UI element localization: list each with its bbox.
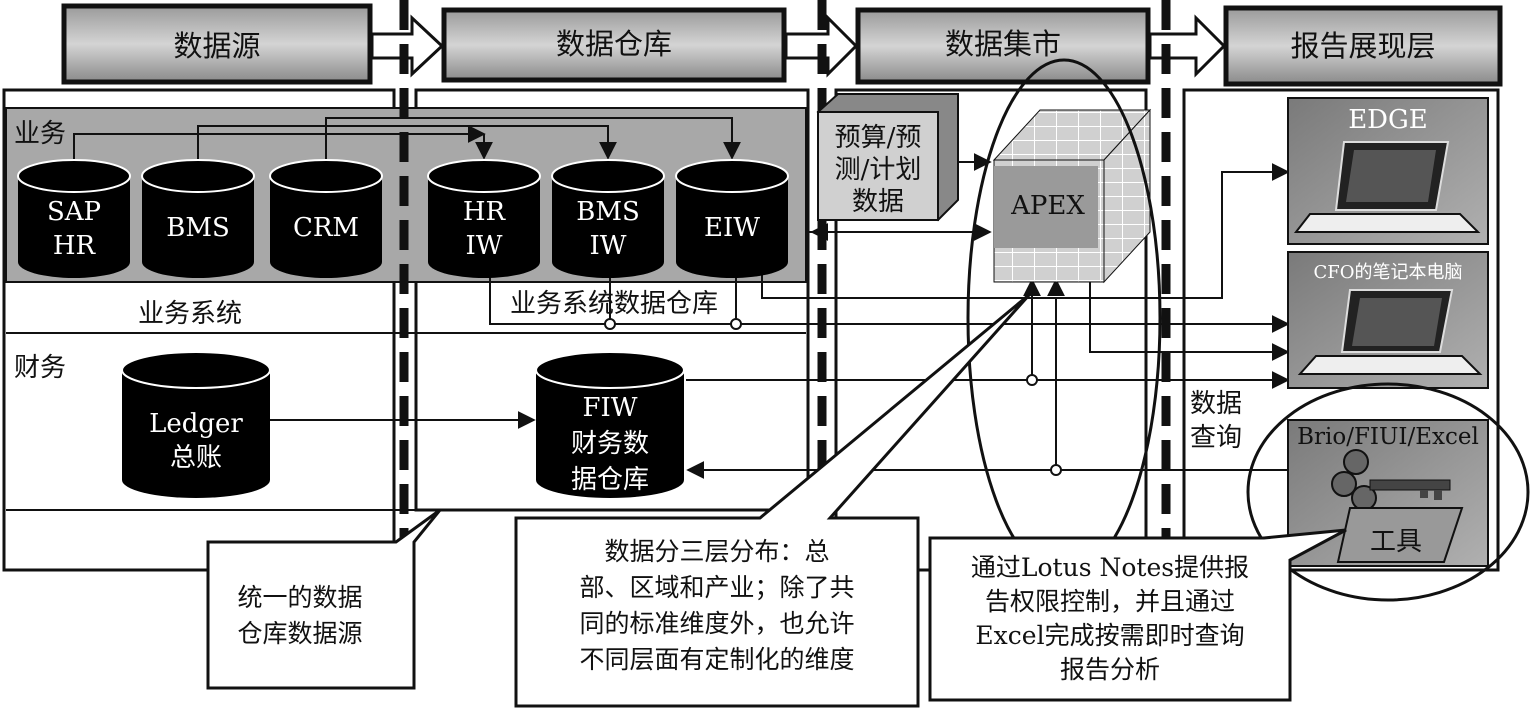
svg-text:预算/预: 预算/预 <box>835 123 922 153</box>
svg-text:通过Lotus Notes提供报: 通过Lotus Notes提供报 <box>971 553 1249 582</box>
db-bms: BMS <box>141 159 255 278</box>
svg-text:数据分三层分布：总: 数据分三层分布：总 <box>604 537 829 566</box>
svg-text:同的标准维度外，也允许: 同的标准维度外，也允许 <box>579 609 854 638</box>
junction-node <box>730 318 742 330</box>
callout-lotus-notes: 通过Lotus Notes提供报 告权限控制，并且通过 Excel完成按需即时查… <box>928 528 1347 702</box>
svg-text:Brio/FIUI/Excel: Brio/FIUI/Excel <box>1297 424 1479 450</box>
svg-text:仓库数据源: 仓库数据源 <box>237 619 362 648</box>
svg-text:CRM: CRM <box>293 213 359 243</box>
svg-text:APEX: APEX <box>1010 191 1085 221</box>
query-label: 查询 <box>1190 423 1242 453</box>
db-eiw: EIW <box>675 159 789 278</box>
svg-text:测/计划: 测/计划 <box>835 155 922 185</box>
svg-text:IW: IW <box>466 231 503 261</box>
callout-unified-source: 统一的数据 仓库数据源 <box>206 508 442 690</box>
svg-text:告权限控制，并且通过: 告权限控制，并且通过 <box>985 587 1235 616</box>
header-data-mart: 数据集市 <box>855 7 1151 85</box>
svg-text:HR: HR <box>463 197 507 227</box>
svg-text:数据仓库: 数据仓库 <box>556 27 672 61</box>
tools-ellipse <box>1246 382 1530 602</box>
svg-text:报告分析: 报告分析 <box>1060 655 1160 684</box>
db-bms-iw: BMS IW <box>551 159 665 278</box>
svg-text:据仓库: 据仓库 <box>571 465 649 495</box>
header-report-layer: 报告展现层 <box>1223 5 1503 87</box>
svg-text:数据源: 数据源 <box>173 29 260 63</box>
report-cfo-laptop: CFO的笔记本电脑 <box>1287 251 1489 389</box>
svg-text:数据: 数据 <box>852 187 904 217</box>
svg-text:BMS: BMS <box>576 197 640 227</box>
finance-links <box>268 153 1290 479</box>
db-sap-hr: SAP HR <box>17 159 131 278</box>
svg-text:不同层面有定制化的维度: 不同层面有定制化的维度 <box>579 645 854 674</box>
svg-text:EDGE: EDGE <box>1348 105 1428 135</box>
svg-text:FIW: FIW <box>582 393 637 423</box>
apex-cube: APEX <box>992 108 1152 284</box>
svg-text:报告展现层: 报告展现层 <box>1290 29 1435 63</box>
svg-text:HR: HR <box>53 231 97 261</box>
svg-text:总账: 总账 <box>170 443 222 473</box>
svg-text:CFO的笔记本电脑: CFO的笔记本电脑 <box>1313 262 1462 283</box>
laptop-icon <box>1297 289 1483 375</box>
folder-icon: 工具 <box>1336 507 1464 563</box>
db-ledger: Ledger 总账 <box>121 351 271 498</box>
db-fiw: FIW 财务数 据仓库 <box>535 351 685 498</box>
svg-text:工具: 工具 <box>1370 527 1422 557</box>
db-hr-iw: HR IW <box>427 159 541 278</box>
svg-text:BMS: BMS <box>166 213 230 243</box>
db-crm: CRM <box>269 159 383 278</box>
key-icon <box>1331 449 1451 511</box>
business-system-label: 业务系统 <box>138 299 242 329</box>
business-dw-label: 业务系统数据仓库 <box>510 289 718 319</box>
header-data-warehouse: 数据仓库 <box>441 7 787 83</box>
report-edge: EDGE <box>1287 97 1489 245</box>
header-data-source: 数据源 <box>61 3 373 85</box>
svg-text:Ledger: Ledger <box>149 409 243 439</box>
finance-title: 财务 <box>14 353 66 383</box>
svg-text:财务数: 财务数 <box>571 429 649 459</box>
budget-data-box: 预算/预 测/计划 数据 <box>816 93 959 222</box>
svg-text:Excel完成按需即时查询: Excel完成按需即时查询 <box>975 621 1244 650</box>
query-label: 数据 <box>1190 389 1242 419</box>
svg-text:统一的数据: 统一的数据 <box>237 583 362 612</box>
callout-three-tier: 数据分三层分布：总 部、区域和产业；除了共 同的标准维度外，也允许 不同层面有定… <box>514 292 1032 708</box>
business-title: 业务 <box>14 119 66 149</box>
svg-text:SAP: SAP <box>47 197 101 227</box>
svg-text:数据集市: 数据集市 <box>945 27 1061 61</box>
layer-separator <box>399 0 1171 560</box>
svg-text:EIW: EIW <box>704 213 760 243</box>
svg-text:IW: IW <box>590 231 627 261</box>
laptop-icon <box>1293 141 1481 233</box>
svg-text:部、区域和产业；除了共: 部、区域和产业；除了共 <box>579 573 854 602</box>
junction-node <box>1050 464 1062 476</box>
business-links <box>73 117 1290 333</box>
junction-node <box>1026 374 1038 386</box>
junction-node <box>604 318 616 330</box>
